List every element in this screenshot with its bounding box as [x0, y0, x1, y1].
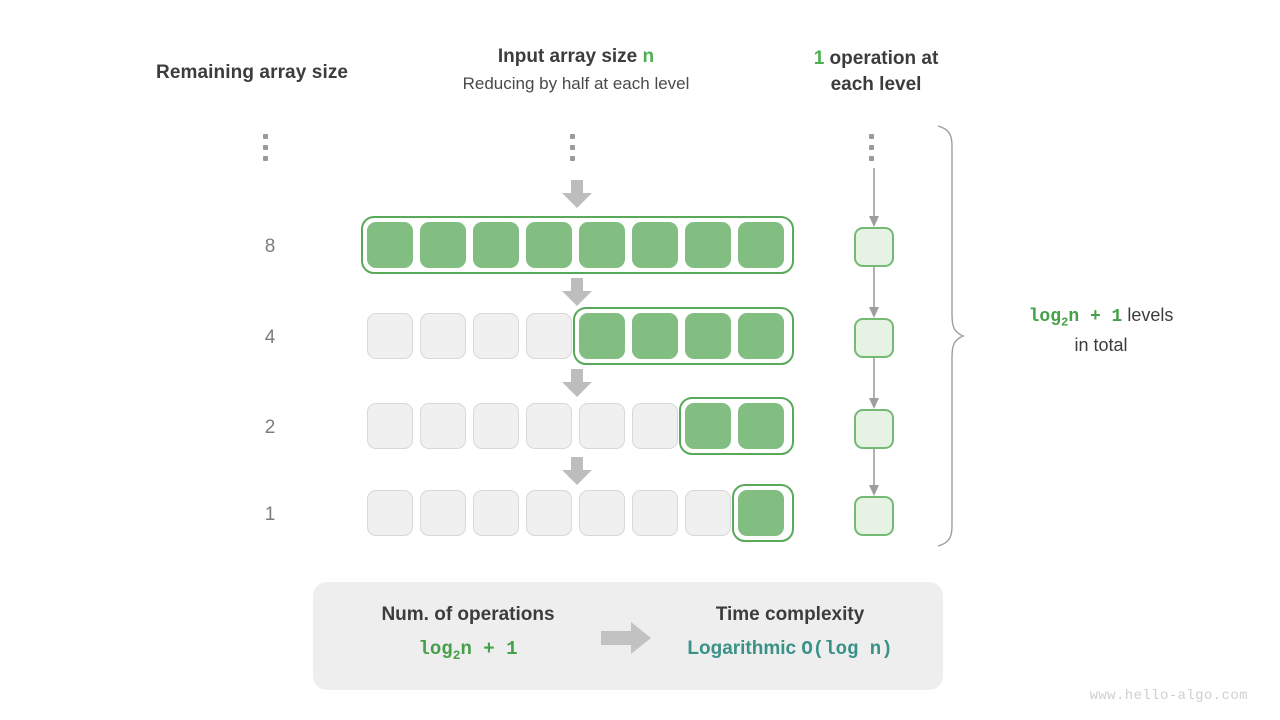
summary-complexity-title: Time complexity	[715, 604, 865, 625]
operation-box-level-8	[854, 227, 894, 267]
array-cell	[473, 403, 519, 449]
ellipsis-dots-operation-column	[869, 134, 874, 161]
array-cell	[526, 313, 572, 359]
operation-box-level-1	[854, 496, 894, 536]
header-operation-line1: operation at	[824, 48, 939, 69]
array-cell	[420, 222, 466, 268]
array-cell	[526, 490, 572, 536]
array-cell	[632, 222, 678, 268]
array-row-level-4	[367, 313, 784, 359]
header-operation-count: 1	[813, 48, 825, 69]
array-cell	[367, 313, 413, 359]
thin-arrow-to-operation-4	[869, 267, 879, 318]
array-cell	[420, 490, 466, 536]
down-block-arrow-to-level-2	[562, 369, 592, 397]
header-input-array-subtitle: Reducing by half at each level	[462, 74, 690, 93]
summary-complexity-word: Logarithmic	[687, 638, 797, 659]
header-variable-n: n	[642, 46, 655, 67]
array-cell	[738, 403, 784, 449]
summary-complexity-column: Time complexity Logarithmic O(log n)	[655, 604, 925, 660]
levels-formula: log2n + 1	[1028, 307, 1123, 330]
array-cell	[579, 403, 625, 449]
array-cell	[420, 403, 466, 449]
array-cell	[473, 222, 519, 268]
array-cell	[685, 313, 731, 359]
thin-arrow-to-operation-2	[869, 358, 879, 409]
array-cell	[526, 222, 572, 268]
row-label-1: 1	[264, 504, 276, 525]
array-row-level-1	[367, 490, 784, 536]
array-cell	[632, 490, 678, 536]
header-operations-per-level: 1 operation at each level	[786, 46, 966, 97]
array-cell	[632, 403, 678, 449]
summary-operations-value: log2n + 1	[418, 638, 518, 663]
ellipsis-dots-array-column	[570, 134, 575, 161]
down-block-arrow-to-level-8	[562, 180, 592, 208]
array-cell	[685, 403, 731, 449]
array-cell	[738, 490, 784, 536]
summary-operations-column: Num. of operations log2n + 1	[333, 604, 603, 663]
header-input-array-size-text: Input array size	[497, 46, 643, 67]
array-cell	[473, 313, 519, 359]
levels-formula-suffix: levels	[1127, 305, 1174, 325]
array-cell	[367, 490, 413, 536]
array-cell	[685, 222, 731, 268]
row-label-8: 8	[264, 236, 276, 257]
thin-arrow-to-operation-1	[869, 449, 879, 496]
array-row-level-2	[367, 403, 784, 449]
levels-brace	[937, 125, 965, 547]
header-input-array-size: Input array size n Reducing by half at e…	[396, 46, 756, 94]
array-cell	[579, 490, 625, 536]
down-block-arrow-to-level-1	[562, 457, 592, 485]
summary-panel: Num. of operations log2n + 1 Time comple…	[313, 582, 943, 690]
row-label-2: 2	[264, 417, 276, 438]
array-cell	[579, 222, 625, 268]
down-block-arrow-to-level-4	[562, 278, 592, 306]
watermark: www.hello-algo.com	[1089, 688, 1248, 704]
thin-arrow-to-operation-8	[869, 168, 879, 227]
array-row-level-8	[367, 222, 784, 268]
array-cell	[738, 313, 784, 359]
header-remaining-array-size: Remaining array size	[156, 62, 349, 83]
operation-box-level-2	[854, 409, 894, 449]
operation-box-level-4	[854, 318, 894, 358]
summary-operations-title: Num. of operations	[381, 604, 555, 625]
summary-right-arrow-icon	[601, 622, 651, 654]
array-cell	[420, 313, 466, 359]
array-cell	[579, 313, 625, 359]
array-cell	[685, 490, 731, 536]
array-cell	[526, 403, 572, 449]
row-label-4: 4	[264, 327, 276, 348]
levels-caption-line2: in total	[1074, 335, 1128, 356]
array-cell	[367, 403, 413, 449]
summary-complexity-notation: O(log n)	[801, 638, 893, 660]
header-operation-line2: each level	[830, 73, 922, 95]
array-cell	[473, 490, 519, 536]
levels-total-caption: log2n + 1 levels in total	[986, 302, 1216, 358]
ellipsis-dots-label-column	[263, 134, 268, 161]
array-cell	[738, 222, 784, 268]
array-cell	[632, 313, 678, 359]
array-cell	[367, 222, 413, 268]
